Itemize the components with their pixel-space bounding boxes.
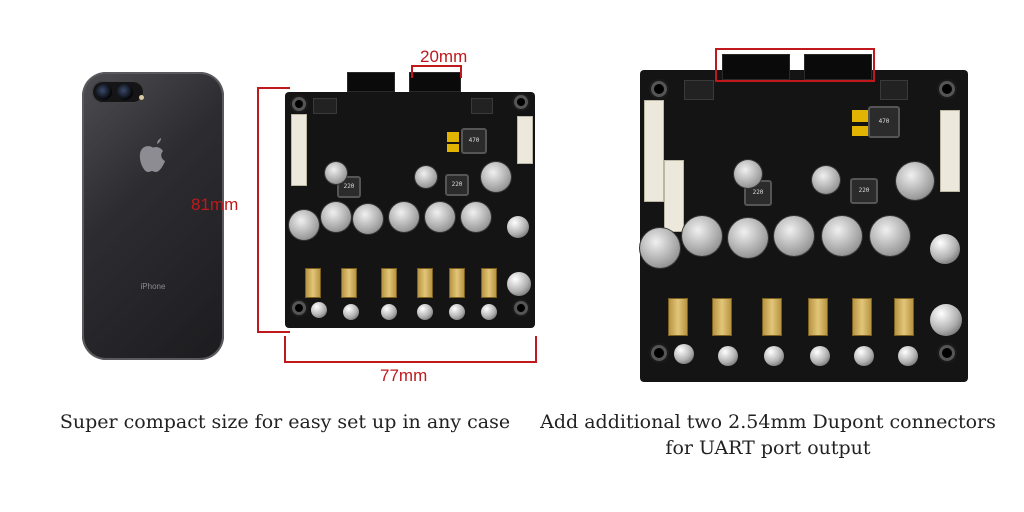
mount-post [507, 216, 529, 238]
inductor: 220 [337, 176, 361, 198]
capacitor [774, 216, 814, 256]
solder-terminal [810, 346, 830, 366]
solder-terminal [764, 346, 784, 366]
tantalum-cap [852, 126, 868, 136]
width-dimension-label: 77mm [380, 366, 428, 385]
capacitor [822, 216, 862, 256]
dupont-header-right [804, 54, 872, 80]
gold-pad [305, 268, 321, 298]
capacitor [325, 162, 347, 184]
inductor: 220 [850, 178, 878, 204]
dupont-header-right [409, 72, 461, 92]
capacitor [682, 216, 722, 256]
tantalum-cap [447, 132, 459, 142]
chip [313, 98, 337, 114]
capacitor [870, 216, 910, 256]
right-caption-line1: Add additional two 2.54mm Dupont connect… [540, 411, 996, 433]
camera-module [92, 81, 144, 103]
gold-pad [381, 268, 397, 298]
right-caption: Add additional two 2.54mm Dupont connect… [540, 409, 996, 461]
gold-pad [712, 298, 732, 336]
solder-terminal [718, 346, 738, 366]
inductor: 470 [868, 106, 900, 138]
tantalum-cap [447, 144, 459, 152]
gold-pad [808, 298, 828, 336]
tantalum-cap [852, 110, 868, 122]
capacitor [640, 228, 680, 268]
apple-logo-icon [139, 138, 165, 172]
capacitor [389, 202, 419, 232]
header-dimension-label: 20mm [420, 47, 468, 66]
mount-post [930, 304, 962, 336]
inductor: 220 [445, 174, 469, 196]
solder-terminal [449, 304, 465, 320]
mount-hole [942, 348, 952, 358]
capacitor [734, 160, 762, 188]
mount-hole [517, 98, 525, 106]
mount-hole [517, 304, 525, 312]
right-board-image: 470 220 220 [640, 54, 968, 382]
jst-connector [517, 116, 533, 164]
flash-icon [139, 95, 144, 100]
jst-connector [940, 110, 960, 192]
mount-post [930, 234, 960, 264]
inductor: 470 [461, 128, 487, 154]
dupont-header-left [347, 72, 395, 92]
solder-terminal [381, 304, 397, 320]
camera-lens-icon [117, 84, 133, 100]
solder-terminal [854, 346, 874, 366]
solder-terminal [343, 304, 359, 320]
gold-pad [852, 298, 872, 336]
gold-pad [417, 268, 433, 298]
solder-terminal [481, 304, 497, 320]
mount-hole [295, 100, 303, 108]
capacitor [896, 162, 934, 200]
iphone-image: iPhone [82, 72, 224, 360]
chip [471, 98, 493, 114]
capacitor [415, 166, 437, 188]
height-dimension-label: 81mm [191, 195, 239, 214]
capacitor [481, 162, 511, 192]
solder-terminal [898, 346, 918, 366]
gold-pad [481, 268, 497, 298]
mount-hole [654, 348, 664, 358]
jst-connector [644, 100, 664, 202]
chip [684, 80, 714, 100]
left-caption: Super compact size for easy set up in an… [59, 411, 511, 433]
chip [880, 80, 908, 100]
gold-pad [762, 298, 782, 336]
iphone-label: iPhone [140, 282, 166, 291]
capacitor [812, 166, 840, 194]
solder-terminal [674, 344, 694, 364]
capacitor [353, 204, 383, 234]
mount-hole [654, 84, 664, 94]
solder-terminal [311, 302, 327, 318]
dimension-lines [257, 65, 537, 363]
jst-connector [664, 160, 684, 232]
dupont-header-left [722, 54, 790, 80]
capacitor [321, 202, 351, 232]
left-board-image: 470 220 220 [285, 72, 535, 328]
connector-highlight-box [715, 48, 875, 82]
mount-hole [942, 84, 952, 94]
capacitor [289, 210, 319, 240]
capacitor [728, 218, 768, 258]
right-caption-line2: for UART port output [665, 437, 871, 459]
gold-pad [668, 298, 688, 336]
solder-terminal [417, 304, 433, 320]
gold-pad [894, 298, 914, 336]
jst-connector [291, 114, 307, 186]
mount-post [507, 272, 531, 296]
camera-lens-icon [96, 84, 112, 100]
capacitor [425, 202, 455, 232]
gold-pad [341, 268, 357, 298]
capacitor [461, 202, 491, 232]
gold-pad [449, 268, 465, 298]
mount-hole [295, 304, 303, 312]
